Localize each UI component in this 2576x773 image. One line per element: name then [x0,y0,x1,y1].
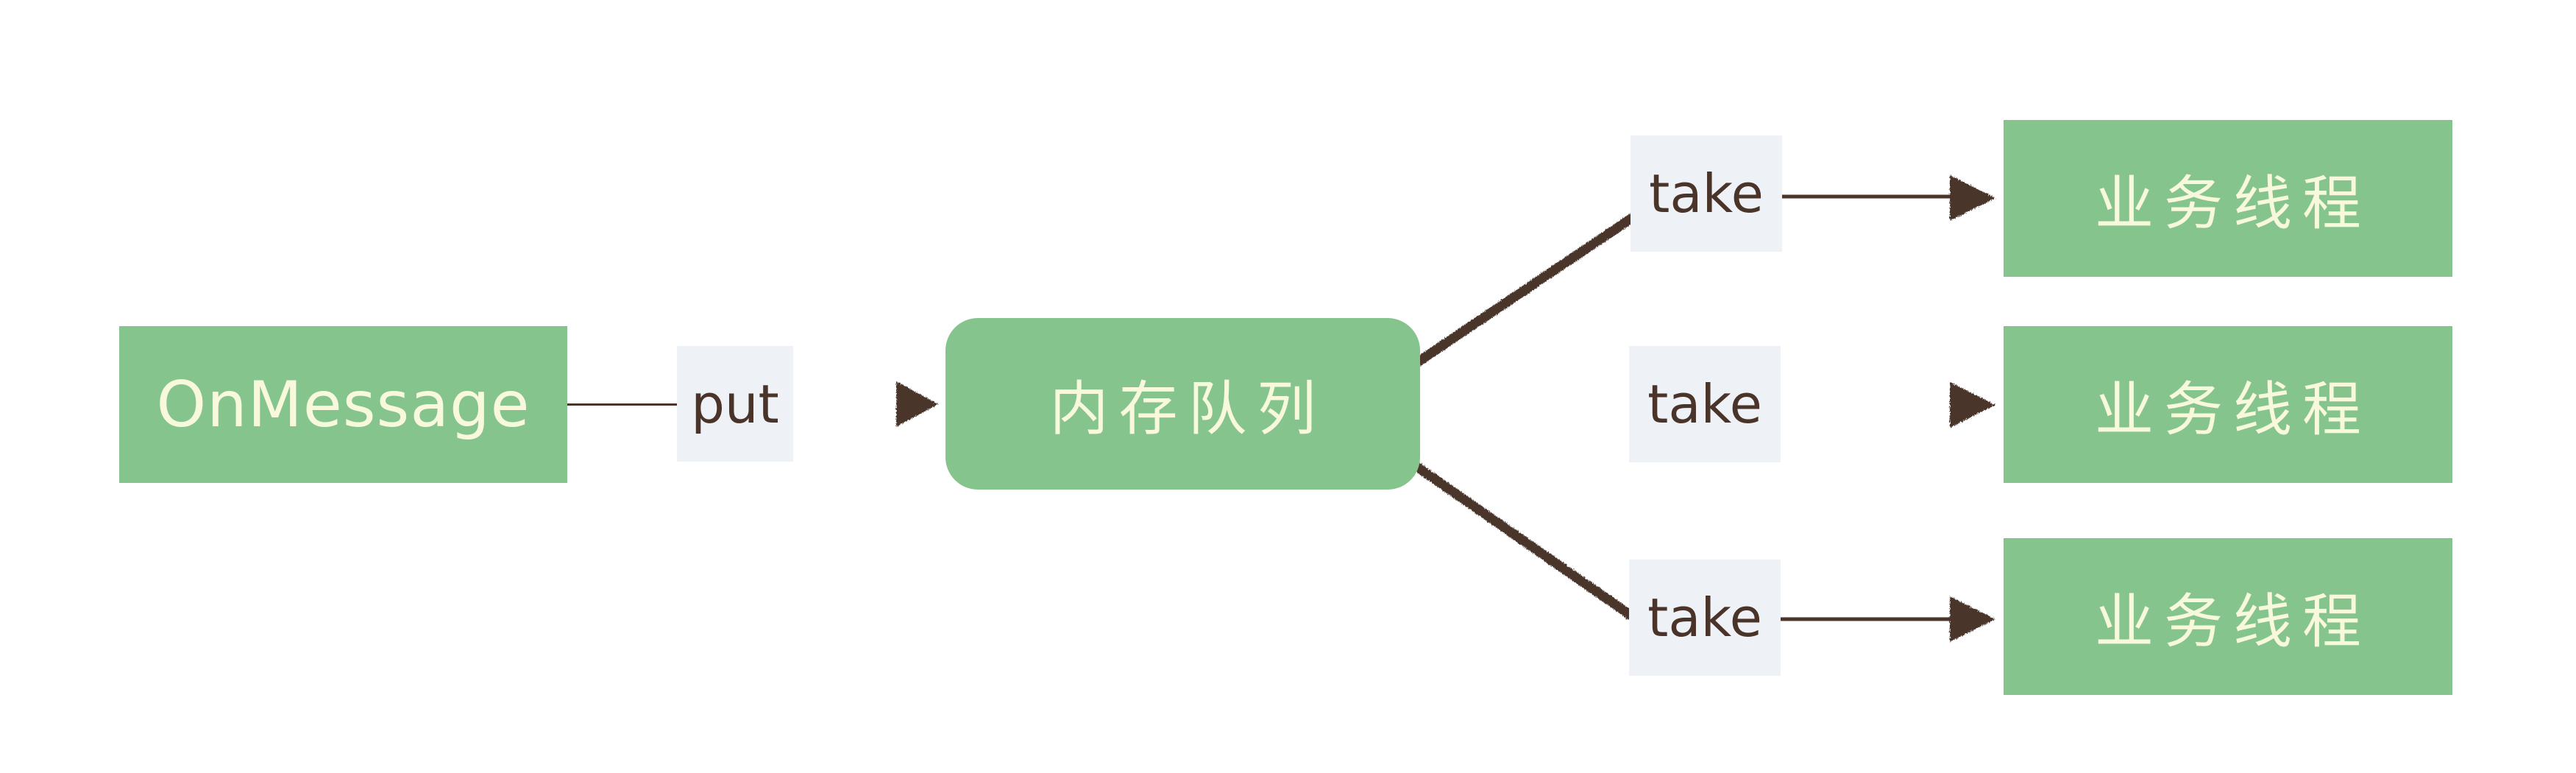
arrowhead-icon [1950,382,1995,428]
node-onmessage[interactable]: OnMessage [119,326,567,483]
node-worker-thread-2[interactable]: 业务线程 [2004,326,2452,483]
edge-label-take-2-text: take [1647,373,1762,435]
edge-label-take-3-text: take [1647,587,1762,649]
edge-label-take-2[interactable]: take [1629,346,1781,462]
node-worker-thread-1-label: 业务线程 [2095,169,2371,238]
edge-label-put-text: put [691,373,779,435]
edge-take-1-to-worker-1 [1778,175,1995,221]
edge-queue-to-take-3 [1408,459,1635,620]
edge-take-2-to-worker-2 [1778,382,1995,428]
node-worker-thread-3-label: 业务线程 [2095,587,2371,656]
edge-queue-to-take-1 [1413,213,1637,367]
node-onmessage-label: OnMessage [156,367,531,442]
arrowhead-icon [896,381,938,427]
edge-label-take-1-text: take [1649,163,1764,225]
node-memory-queue-label: 内存队列 [1049,374,1327,443]
node-worker-thread-2-label: 业务线程 [2095,375,2371,444]
arrowhead-icon [1950,596,1995,642]
edge-onmessage-to-put [565,399,681,410]
node-worker-thread-3[interactable]: 业务线程 [2004,538,2452,695]
edge-label-put[interactable]: put [677,346,793,462]
edge-label-take-3[interactable]: take [1629,560,1781,676]
node-memory-queue[interactable]: 内存队列 [945,318,1420,490]
edge-label-take-1[interactable]: take [1631,135,1782,252]
arrowhead-icon [1950,175,1995,221]
edge-take-3-to-worker-3 [1777,596,1995,642]
node-worker-thread-1[interactable]: 业务线程 [2004,120,2452,277]
edge-put-to-queue [790,381,938,427]
